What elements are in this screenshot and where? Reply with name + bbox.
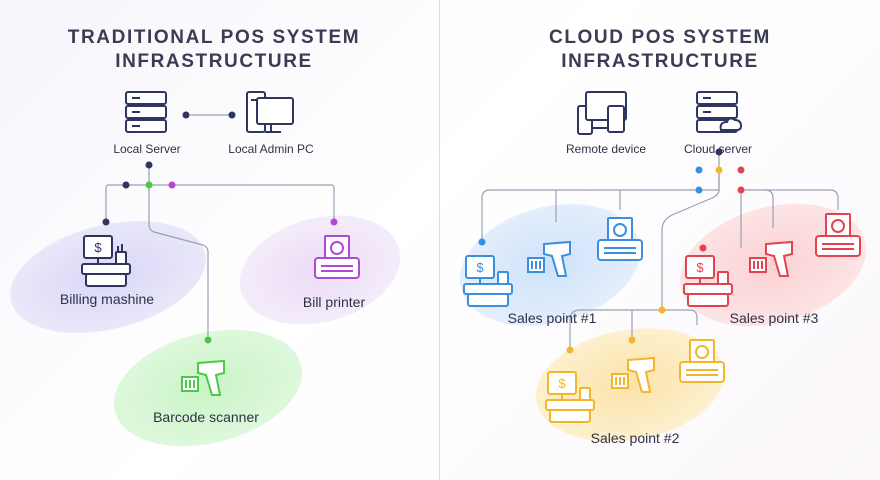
red-branch-dot: [737, 166, 745, 174]
sp2-scanner-dot: [628, 336, 636, 344]
printer-branch-dot: [168, 181, 176, 189]
local-admin-pc-label: Local Admin PC: [228, 142, 314, 156]
server-link-dot: [182, 111, 190, 119]
cloud-server-icon: [696, 91, 743, 133]
traditional-title-line1: TRADITIONAL POS SYSTEM: [67, 27, 361, 48]
cloud-hub-dot: [715, 148, 723, 156]
sp3-billing-icon: $: [683, 255, 733, 307]
sp3-scanner-icon: [749, 240, 793, 277]
local-server-label: Local Server: [113, 142, 181, 156]
local-server-icon: [125, 91, 167, 133]
blue-branch-dot: [695, 166, 703, 174]
sp1-billing-icon: $: [463, 255, 513, 307]
sales-point-2-label: Sales point #2: [590, 430, 680, 446]
sp2-hub-dot: [658, 306, 666, 314]
traditional-title: TRADITIONAL POS SYSTEM INFRASTRUCTURE: [44, 26, 384, 74]
scanner-branch-dot: [145, 181, 153, 189]
sp2-scanner-icon: [611, 356, 655, 393]
cloud-title: CLOUD POS SYSTEM INFRASTRUCTURE: [490, 26, 830, 74]
red-junction-dot: [737, 186, 745, 194]
sp1-printer-icon: [597, 217, 643, 261]
scanner-zone: [113, 329, 303, 447]
sp1-scanner-icon: [527, 240, 571, 277]
remote-device-icon: [577, 91, 627, 135]
yellow-branch-dot: [715, 166, 723, 174]
blue-junction-dot: [695, 186, 703, 194]
printer-endpoint-dot: [330, 218, 338, 226]
barcode-scanner-label: Barcode scanner: [153, 409, 259, 425]
svg-text:$: $: [94, 240, 102, 255]
svg-text:$: $: [696, 260, 704, 275]
scanner-endpoint-dot: [204, 336, 212, 344]
admin-pc-icon: [246, 91, 294, 133]
sp2-billing-icon: $: [545, 371, 595, 423]
sp2-endpoint-dot: [566, 346, 574, 354]
sp3-endpoint-dot: [699, 244, 707, 252]
svg-text:$: $: [558, 376, 566, 391]
svg-text:$: $: [476, 260, 484, 275]
sales-point-3-label: Sales point #3: [729, 310, 819, 326]
server-hub-dot: [145, 161, 153, 169]
sales-point-1-label: Sales point #1: [507, 310, 597, 326]
section-divider: [439, 0, 440, 480]
billing-machine-label: Billing mashine: [59, 291, 155, 307]
traditional-title-line2: INFRASTRUCTURE: [115, 51, 313, 72]
bill-printer-label: Bill printer: [302, 294, 366, 310]
billing-branch-dot: [122, 181, 130, 189]
cloud-server-label: Cloud server: [683, 142, 753, 156]
remote-device-label: Remote device: [565, 142, 647, 156]
pc-link-dot: [228, 111, 236, 119]
sp2-printer-icon: [679, 339, 725, 383]
barcode-scanner-icon: [181, 359, 225, 396]
sp1-endpoint-dot: [478, 238, 486, 246]
billing-machine-icon: $: [81, 235, 131, 287]
billing-endpoint-dot: [102, 218, 110, 226]
sp3-printer-icon: [815, 213, 861, 257]
cloud-title-line1: CLOUD POS SYSTEM: [549, 27, 771, 48]
bill-printer-icon: [314, 235, 360, 279]
cloud-title-line2: INFRASTRUCTURE: [561, 51, 759, 72]
